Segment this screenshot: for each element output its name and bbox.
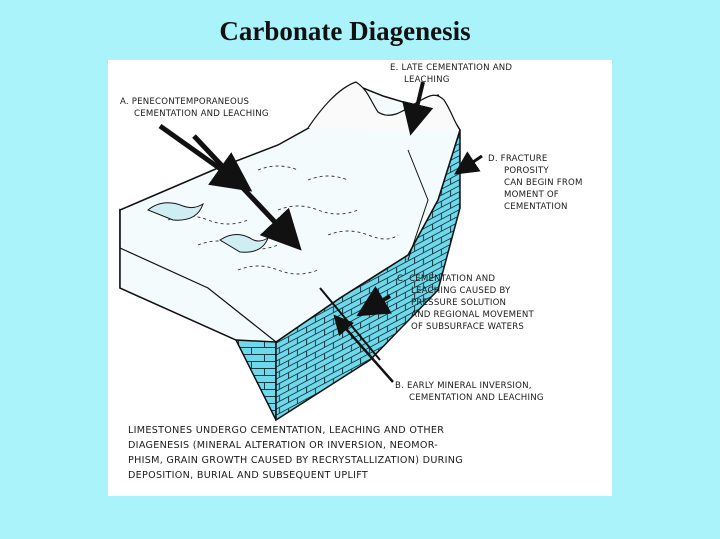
slide-title: Carbonate Diagenesis [0, 16, 690, 47]
caption: LIMESTONES UNDERGO CEMENTATION, LEACHING… [128, 423, 463, 483]
label-b: B. EARLY MINERAL INVERSION, CEMENTATION … [395, 380, 544, 404]
arrow-d [464, 156, 482, 168]
label-d: D. FRACTURE POROSITY CAN BEGIN FROM MOME… [488, 153, 583, 213]
label-c: C. CEMENTATION AND LEACHING CAUSED BY PR… [397, 273, 534, 333]
label-a: A. PENECONTEMPORANEOUS CEMENTATION AND L… [120, 96, 269, 120]
label-e: E. LATE CEMENTATION AND LEACHING [390, 62, 512, 86]
